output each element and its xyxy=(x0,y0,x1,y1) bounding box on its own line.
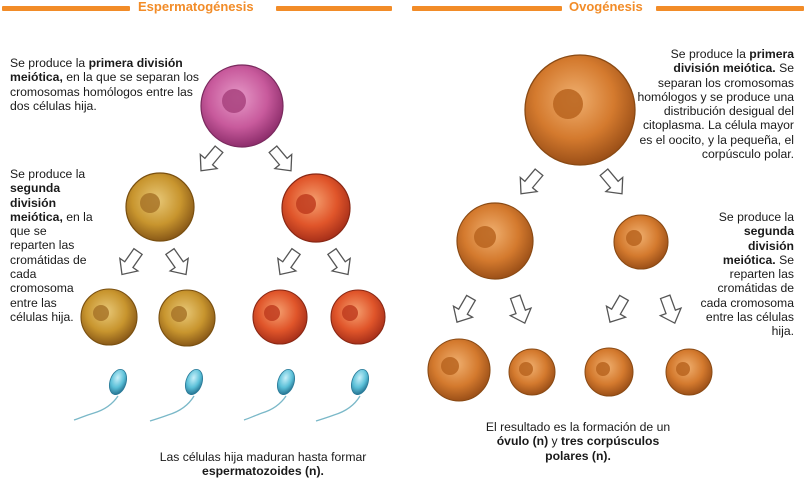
arrow-left-l2-b xyxy=(164,247,189,276)
left-second-division-text: Se produce la segunda división meiótica,… xyxy=(10,167,93,324)
arrow-left-l2-a xyxy=(119,247,144,276)
polar-body-cell-3 xyxy=(665,348,713,396)
spermatid-cell-2 xyxy=(158,289,216,347)
primary-oocyte-cell xyxy=(524,54,636,166)
right-result-text: El resultado es la formación de un óvulo… xyxy=(485,420,671,463)
arrow-right-l2-b xyxy=(508,294,533,325)
right-second-division-text: Se produce la segunda división meiótica.… xyxy=(700,210,794,339)
secondary-oocyte-cell xyxy=(456,202,534,280)
arrow-right-l1-b xyxy=(599,168,624,195)
header-bar-right-a xyxy=(412,6,562,11)
left-result-text: Las células hija maduran hasta formar es… xyxy=(159,450,367,479)
arrow-left-l1-a xyxy=(199,145,224,172)
arrow-right-l2-d xyxy=(658,294,683,325)
arrow-right-l2-c xyxy=(605,294,630,323)
spermatid-cell-3 xyxy=(252,289,308,345)
header-espermatogenesis: Espermatogénesis xyxy=(134,0,258,14)
header-ovogenesis: Ovogénesis xyxy=(565,0,647,14)
arrow-left-l1-b xyxy=(268,145,293,172)
polar-body-cell-1 xyxy=(508,348,556,396)
ovum-cell xyxy=(427,338,491,402)
arrow-left-l2-d xyxy=(326,247,351,276)
spermatozoon-4 xyxy=(315,368,370,422)
left-first-division-text: Se produce la primera división meiótica,… xyxy=(10,56,200,113)
spermatid-cell-1 xyxy=(80,288,138,346)
secondary-spermatocyte-cell-2 xyxy=(281,173,351,243)
arrow-right-l2-a xyxy=(452,294,477,323)
spermatozoon-3 xyxy=(243,368,296,421)
header-bar-right-b xyxy=(656,6,804,11)
header-bar-left-a xyxy=(2,6,130,11)
secondary-spermatocyte-cell-1 xyxy=(125,172,195,242)
spermatozoon-1 xyxy=(73,368,128,421)
arrow-right-l1-a xyxy=(519,168,544,195)
spermatid-cell-4 xyxy=(330,289,386,345)
primary-spermatocyte-cell xyxy=(200,64,284,148)
polar-body-cell-2 xyxy=(584,347,634,397)
arrow-left-l2-c xyxy=(277,247,302,276)
right-first-division-text: Se produce la primera división meiótica.… xyxy=(637,47,794,162)
spermatozoon-2 xyxy=(149,368,204,422)
header-bar-left-b xyxy=(276,6,392,11)
first-polar-body-cell xyxy=(613,214,669,270)
